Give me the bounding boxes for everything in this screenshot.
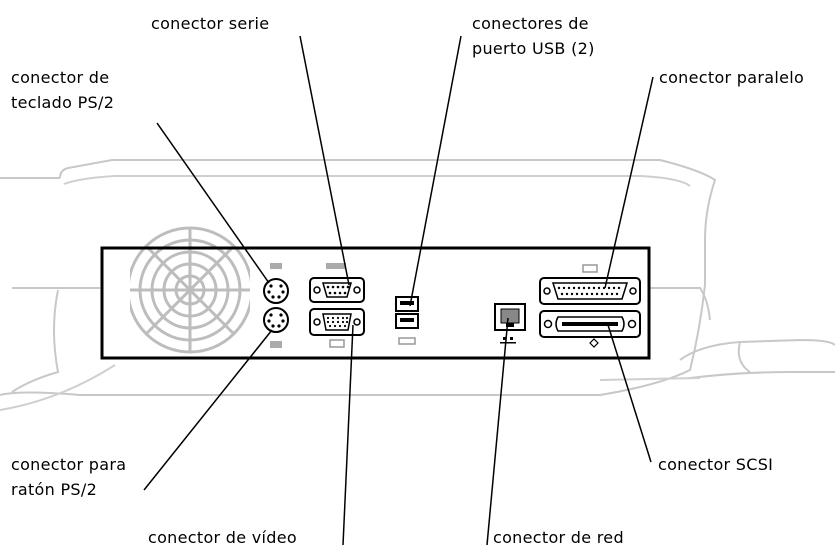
keyboard-connector-label-line1: conector de (11, 68, 110, 87)
leader-line-network (486, 317, 509, 546)
back-panel-border (100, 246, 651, 360)
usb-connectors (395, 296, 419, 329)
scsi-connector (539, 310, 641, 338)
computer-top-edge (63, 175, 691, 187)
serial-connector (309, 277, 365, 303)
usb-connector-label-line1: conectores de (472, 14, 589, 33)
usb-connector-label-line2: puerto USB (2) (472, 39, 595, 58)
leader-line-video (342, 324, 354, 546)
mouse-connector-label-line2: ratón PS/2 (11, 480, 98, 499)
computer-body-outline (0, 159, 717, 396)
video-port-icon (329, 339, 345, 348)
mouse-connector-label-line1: conector para (11, 455, 127, 474)
scsi-connector-label: conector SCSI (658, 455, 774, 474)
monitor-stand (679, 338, 835, 379)
keyboard-connector-label-line2: teclado PS/2 (11, 93, 115, 112)
network-connector-label: conector de red (493, 528, 624, 547)
serial-connector-label: conector serie (151, 14, 270, 33)
leader-line-keyboard (156, 122, 270, 284)
leader-line-mouse (143, 329, 273, 491)
usb-port-icon (398, 337, 416, 345)
leader-line-scsi (607, 324, 652, 463)
mouse-port-icon (270, 341, 282, 348)
video-connector-label: conector de vídeo (148, 528, 297, 547)
network-port-icon (500, 337, 516, 344)
parallel-connector-label: conector paralelo (659, 68, 805, 87)
parallel-connector (539, 277, 641, 305)
leader-lines (143, 35, 654, 546)
leader-line-serial (299, 35, 350, 286)
parallel-port-icon (582, 264, 598, 273)
computer-left-side (11, 287, 100, 393)
left-foot (0, 364, 116, 411)
leader-line-parallel (604, 76, 654, 289)
mouse-ps2-connector (263, 307, 289, 333)
fan-icon (126, 226, 254, 354)
computer-right-side (650, 287, 711, 321)
serial-port-icon (326, 263, 346, 269)
leader-line-usb (409, 35, 462, 307)
scsi-port-icon (589, 338, 599, 348)
keyboard-port-icon (270, 263, 282, 269)
video-connector (309, 308, 365, 336)
network-connector (494, 303, 526, 331)
keyboard-ps2-connector (263, 278, 289, 304)
right-foot (599, 377, 701, 381)
